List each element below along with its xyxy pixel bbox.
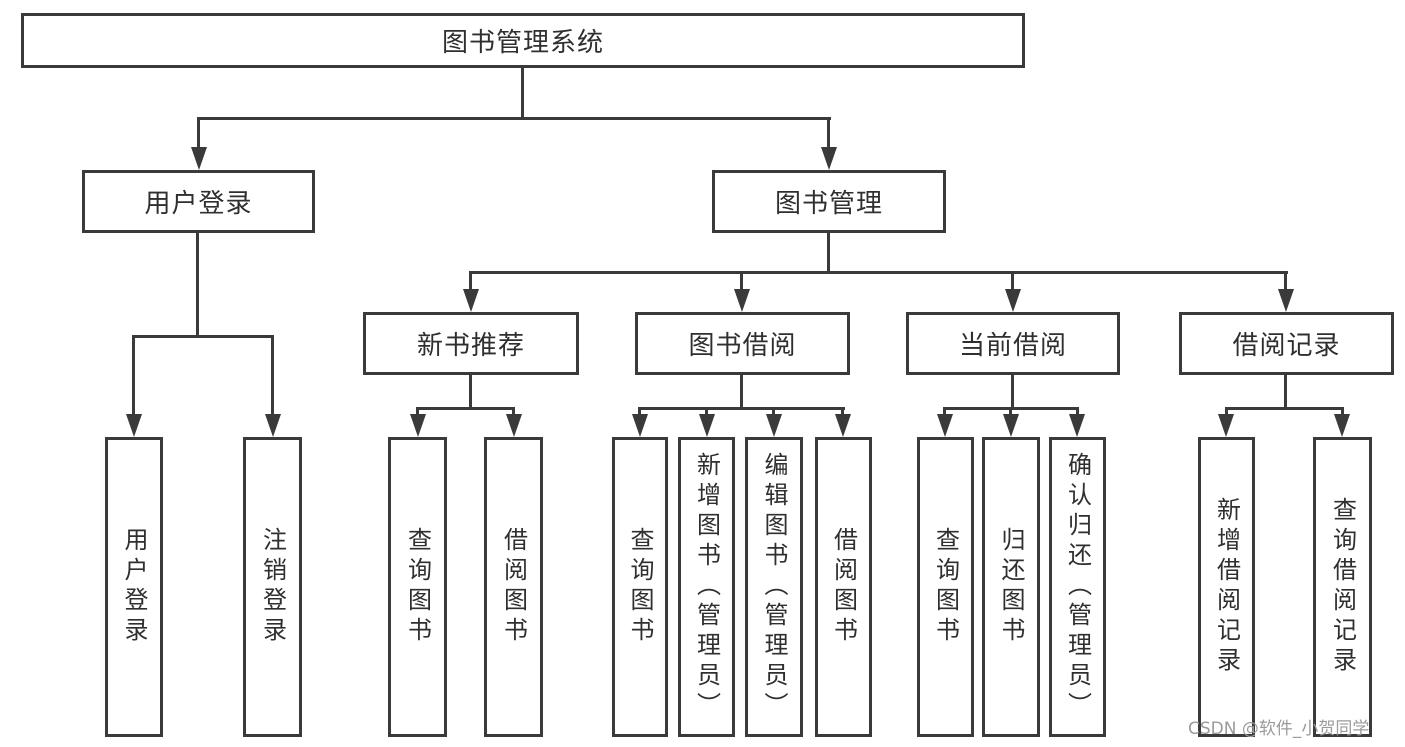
node-book-borrowing-label: 图书借阅 xyxy=(688,331,797,361)
leaf-return-books: 归还图书 xyxy=(982,437,1040,737)
connector-vline xyxy=(1011,375,1014,407)
arrow-down-icon xyxy=(126,414,142,437)
arrow-down-icon xyxy=(1218,414,1234,437)
connector-hline xyxy=(469,271,1288,274)
arrow-down-icon xyxy=(506,414,522,437)
leaf-add-book-admin: 新增图书（管理员） xyxy=(678,437,735,737)
leaf-add-book-admin-label: 新增图书（管理员） xyxy=(692,452,721,722)
connector-vline xyxy=(132,335,135,417)
leaf-user-login-label: 用户登录 xyxy=(120,527,148,647)
arrow-down-icon xyxy=(1003,414,1019,437)
arrow-down-icon xyxy=(821,147,837,170)
leaf-newbook-borrow-books: 借阅图书 xyxy=(484,437,543,737)
leaf-current-query-books-label: 查询图书 xyxy=(931,527,960,647)
connector-vline xyxy=(740,271,743,292)
node-user-login-label: 用户登录 xyxy=(144,189,253,219)
arrow-down-icon xyxy=(766,414,782,437)
connector-vline xyxy=(841,407,844,418)
leaf-query-borrow-record: 查询借阅记录 xyxy=(1313,437,1372,737)
connector-vline xyxy=(1076,407,1079,418)
arrow-down-icon xyxy=(1005,289,1021,312)
arrow-down-icon xyxy=(1334,414,1350,437)
node-book-management-label: 图书管理 xyxy=(774,189,883,219)
connector-hline xyxy=(197,117,831,120)
arrow-down-icon xyxy=(835,414,851,437)
leaf-borrowing-query-books-label: 查询图书 xyxy=(626,527,654,647)
leaf-confirm-return-admin-label: 确认归还（管理员） xyxy=(1063,452,1092,722)
connector-vline xyxy=(772,407,775,418)
arrow-down-icon xyxy=(191,147,207,170)
connector-vline xyxy=(1011,271,1014,292)
connector-vline xyxy=(197,117,200,150)
connector-vline xyxy=(271,335,274,417)
connector-vline xyxy=(469,375,472,407)
leaf-newbook-query-books: 查询图书 xyxy=(388,437,447,737)
connector-vline xyxy=(521,68,524,117)
connector-vline xyxy=(1009,407,1012,418)
leaf-logout: 注销登录 xyxy=(243,437,302,737)
arrow-down-icon xyxy=(1278,289,1294,312)
connector-vline xyxy=(512,407,515,418)
arrow-down-icon xyxy=(463,289,479,312)
csdn-watermark: CSDN @软件_小贺同学 xyxy=(1188,719,1370,739)
node-borrow-records: 借阅记录 xyxy=(1179,312,1394,375)
connector-vline xyxy=(740,375,743,407)
node-new-book-recommend: 新书推荐 xyxy=(363,312,579,375)
connector-vline xyxy=(1284,375,1287,407)
connector-vline xyxy=(827,233,830,271)
connector-vline xyxy=(1284,271,1287,292)
connector-vline xyxy=(638,407,641,418)
leaf-logout-label: 注销登录 xyxy=(258,527,287,647)
leaf-borrowing-borrow-books: 借阅图书 xyxy=(815,437,872,737)
leaf-newbook-query-books-label: 查询图书 xyxy=(403,527,432,647)
leaf-add-borrow-record-label: 新增借阅记录 xyxy=(1212,497,1241,677)
connector-vline xyxy=(705,407,708,418)
arrow-down-icon xyxy=(937,414,953,437)
leaf-edit-book-admin-label: 编辑图书（管理员） xyxy=(760,452,788,722)
connector-vline xyxy=(827,117,830,150)
node-new-book-recommend-label: 新书推荐 xyxy=(416,331,525,361)
arrow-down-icon xyxy=(734,289,750,312)
node-borrow-records-label: 借阅记录 xyxy=(1232,331,1341,361)
leaf-edit-book-admin: 编辑图书（管理员） xyxy=(745,437,803,737)
connector-hline xyxy=(132,335,274,338)
connector-vline xyxy=(416,407,419,418)
leaf-newbook-borrow-books-label: 借阅图书 xyxy=(499,527,528,647)
node-library-system-label: 图书管理系统 xyxy=(441,28,604,58)
leaf-borrowing-query-books: 查询图书 xyxy=(612,437,668,737)
arrow-down-icon xyxy=(699,414,715,437)
connector-vline xyxy=(1225,407,1228,418)
connector-vline xyxy=(196,233,199,335)
node-current-borrowing: 当前借阅 xyxy=(906,312,1120,375)
leaf-borrowing-borrow-books-label: 借阅图书 xyxy=(829,527,858,647)
arrow-down-icon xyxy=(1069,414,1085,437)
leaf-query-borrow-record-label: 查询借阅记录 xyxy=(1328,497,1357,677)
connector-hline xyxy=(416,407,515,410)
connector-hline xyxy=(1225,407,1344,410)
connector-hline xyxy=(638,407,845,410)
leaf-current-query-books: 查询图书 xyxy=(917,437,974,737)
leaf-user-login: 用户登录 xyxy=(105,437,163,737)
leaf-confirm-return-admin: 确认归还（管理员） xyxy=(1049,437,1106,737)
node-book-borrowing: 图书借阅 xyxy=(635,312,850,375)
connector-vline xyxy=(469,271,472,292)
node-library-system: 图书管理系统 xyxy=(21,13,1025,68)
node-user-login: 用户登录 xyxy=(82,170,315,233)
leaf-return-books-label: 归还图书 xyxy=(997,527,1025,647)
arrow-down-icon xyxy=(410,414,426,437)
node-book-management: 图书管理 xyxy=(712,170,946,233)
node-current-borrowing-label: 当前借阅 xyxy=(958,331,1067,361)
connector-vline xyxy=(943,407,946,418)
arrow-down-icon xyxy=(632,414,648,437)
connector-vline xyxy=(1341,407,1344,418)
arrow-down-icon xyxy=(265,414,281,437)
leaf-add-borrow-record: 新增借阅记录 xyxy=(1198,437,1255,737)
